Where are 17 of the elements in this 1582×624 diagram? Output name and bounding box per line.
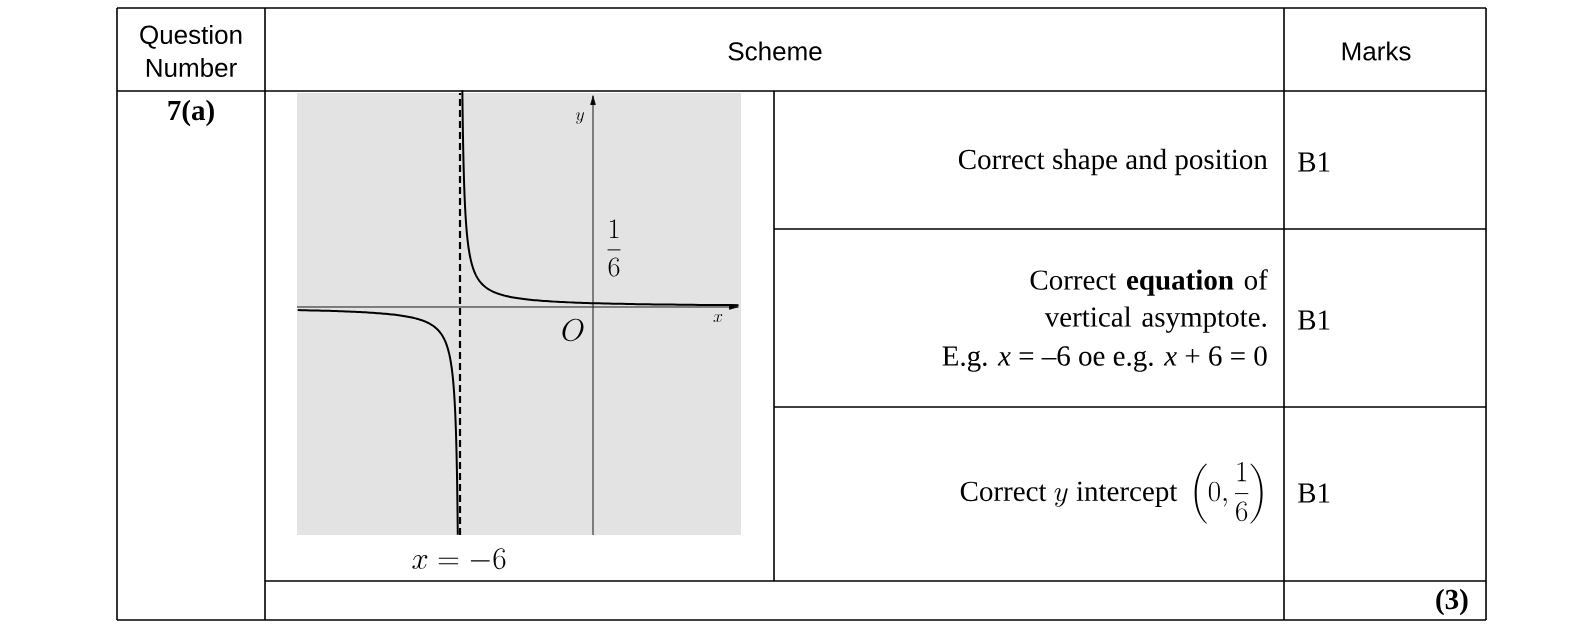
total-marks: (3) [1436, 588, 1468, 616]
axis-label: $y$ [575, 112, 584, 124]
scheme-text: E.g. x = –6 oe e.g. x + 6 = 0 [942, 346, 1267, 372]
mark: B1 [1298, 310, 1330, 330]
column-heading: Scheme [728, 41, 822, 61]
asymptote-label: $x=-6$ [412, 548, 506, 570]
question-number: 7(a) [168, 99, 214, 127]
mark: B1 [1298, 152, 1330, 172]
column-heading: Question Number [140, 24, 242, 78]
mark: B1 [1298, 483, 1330, 503]
scheme-text: $\text{Correct }y\text{ intercept }\left(0,\dfrac{1}{6}\right)$ [960, 462, 1263, 524]
column-heading: Marks [1342, 41, 1411, 61]
scheme-text: Correct shape and position [958, 148, 1268, 176]
axis-label: $x$ [713, 313, 723, 323]
intercept-label: $\frac{1}{6}$ [607, 219, 621, 277]
origin-label: $O$ [562, 318, 584, 342]
scheme-text: Correct equation of vertical asymptote. [1030, 269, 1268, 333]
